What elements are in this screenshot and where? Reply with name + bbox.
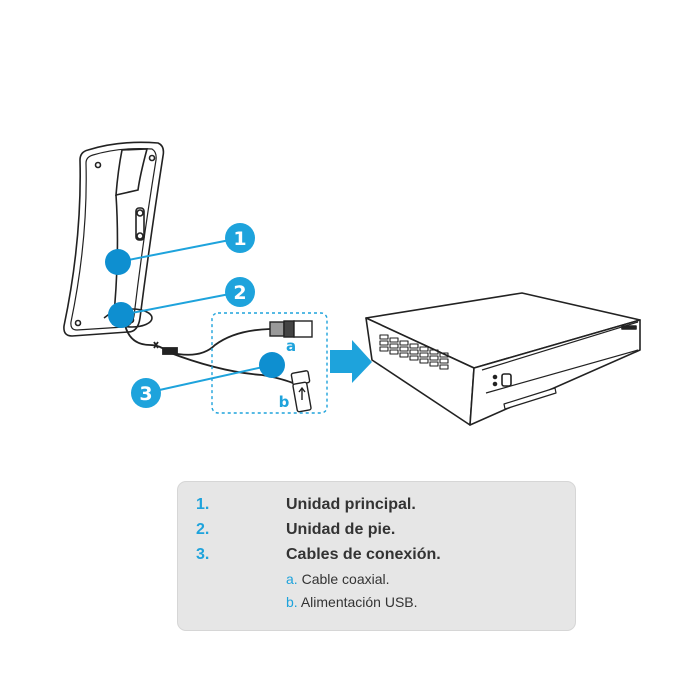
usb-connector xyxy=(290,370,312,413)
callout-badge-3: 3 xyxy=(131,378,161,408)
callout-badge-2: 2 xyxy=(225,277,255,307)
legend-label: Unidad principal. xyxy=(286,496,416,513)
coaxial-connector xyxy=(269,320,313,338)
legend-letter: b. xyxy=(286,594,298,610)
legend-panel: 1. Unidad principal. 2. Unidad de pie. 3… xyxy=(177,481,576,631)
legend-number: 2. xyxy=(196,521,210,538)
cables-dashed-box xyxy=(211,312,328,414)
callout-dot-3 xyxy=(259,352,285,378)
callout-lines xyxy=(117,237,273,394)
arrow-right-icon xyxy=(330,340,372,383)
receiver-device xyxy=(365,292,641,426)
callout-dot-2 xyxy=(108,302,134,328)
legend-number: 1. xyxy=(196,496,210,513)
cable-label-b: b xyxy=(279,393,290,411)
legend-subitem-b: b. Alimentación USB. xyxy=(286,594,418,610)
legend-letter: a. xyxy=(286,571,298,587)
connection-cables xyxy=(124,324,294,384)
svg-text:3: 3 xyxy=(139,383,152,405)
svg-text:2: 2 xyxy=(233,282,246,304)
legend-label: Cables de conexión. xyxy=(286,546,441,563)
legend-number: 3. xyxy=(196,546,210,563)
callout-dot-1 xyxy=(105,249,131,275)
svg-text:1: 1 xyxy=(233,228,246,250)
antenna-main-unit xyxy=(63,141,165,337)
legend-sublabel: Cable coaxial. xyxy=(301,571,390,587)
callout-badge-1: 1 xyxy=(225,223,255,253)
cable-label-a: a xyxy=(286,337,296,355)
legend-label: Unidad de pie. xyxy=(286,521,396,538)
legend-subitem-a: a. Cable coaxial. xyxy=(286,571,390,587)
legend-sublabel: Alimentación USB. xyxy=(300,594,418,610)
